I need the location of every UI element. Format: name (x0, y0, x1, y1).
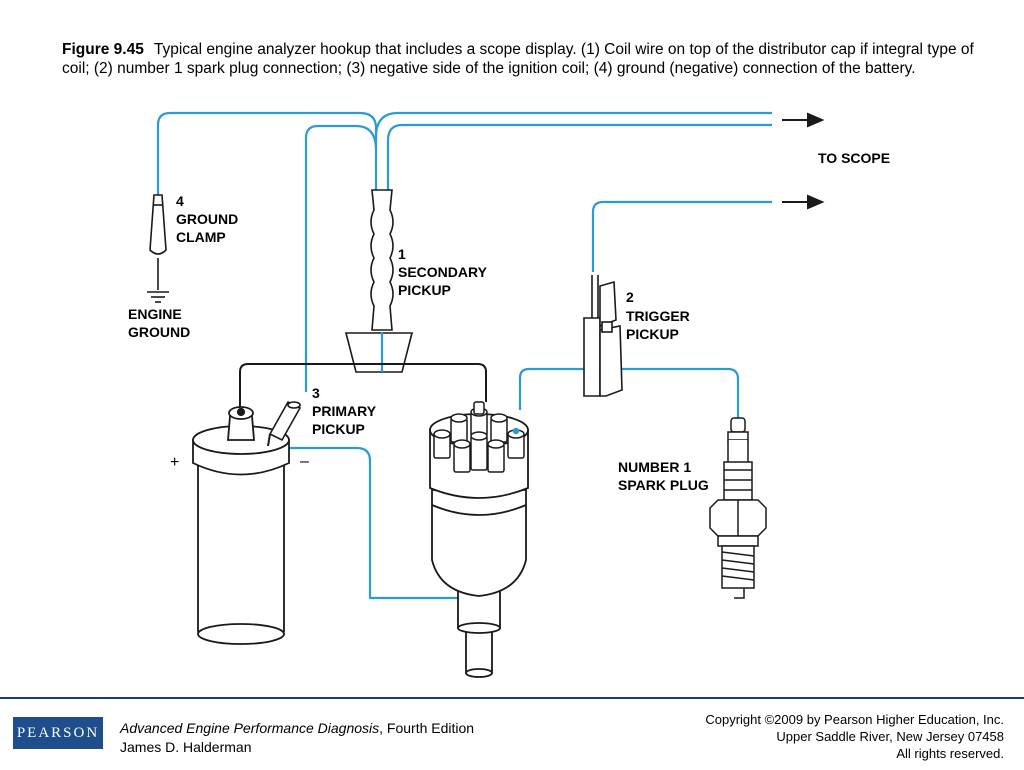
trigger-plug-wire (518, 367, 740, 418)
to-scope-label: TO SCOPE (818, 150, 890, 166)
copyright-line1: Copyright ©2009 by Pearson Higher Educat… (705, 712, 1004, 727)
book-author: James D. Halderman (120, 739, 252, 755)
book-edition: , Fourth Edition (379, 720, 475, 736)
copyright-line2: Upper Saddle River, New Jersey 07458 (776, 729, 1004, 744)
ground-clamp-lead (156, 111, 378, 195)
secondary-pickup-line2: PICKUP (398, 282, 451, 298)
pearson-logo: PEARSON (13, 717, 103, 749)
ground-clamp-line1: GROUND (176, 211, 238, 227)
engine-ground-line1: ENGINE (128, 306, 182, 322)
ground-clamp (147, 194, 169, 303)
primary-lead (304, 124, 378, 392)
book-info: Advanced Engine Performance Diagnosis, F… (120, 719, 474, 757)
coil-minus-sign: – (300, 453, 309, 470)
distributor-cap-towers (433, 401, 525, 473)
caption-text: Typical engine analyzer hookup that incl… (62, 41, 974, 77)
analyzer-leads (156, 111, 772, 600)
ground-clamp-number: 4 (176, 193, 184, 209)
copyright-notice: Copyright ©2009 by Pearson Higher Educat… (705, 711, 1004, 762)
secondary-pickup-line1: SECONDARY (398, 264, 488, 280)
primary-pickup-number: 3 (312, 385, 320, 401)
distributor-tower-dot (512, 427, 520, 435)
copyright-line3: All rights reserved. (896, 746, 1004, 761)
engine-ground-line2: GROUND (128, 324, 190, 340)
coil-negative-wire (280, 446, 485, 600)
coil-plus-sign: + (170, 454, 179, 471)
slide-footer: PEARSON Advanced Engine Performance Diag… (0, 697, 1024, 770)
spark-plug (709, 417, 767, 599)
trigger-lead (591, 200, 772, 272)
engine-analyzer-diagram: TO SCOPE 4 GROUND CLAMP ENGINE GROUND 1 … (128, 111, 890, 678)
trigger-pickup-line2: PICKUP (626, 326, 679, 342)
ground-clamp-line2: CLAMP (176, 229, 226, 245)
spark-plug-line2: SPARK PLUG (618, 477, 709, 493)
secondary-pickup-number: 1 (398, 246, 406, 262)
trigger-pickup (583, 275, 623, 397)
primary-pickup (267, 400, 302, 447)
trigger-pickup-number: 2 (626, 289, 634, 305)
secondary-lead-sheath-inner (386, 123, 772, 190)
spark-plug-line1: NUMBER 1 (618, 459, 691, 475)
ignition-coil (192, 406, 290, 645)
primary-pickup-line1: PRIMARY (312, 403, 377, 419)
coil-secondary-wire (239, 363, 487, 408)
scope-arrows (782, 112, 825, 210)
trigger-pickup-line1: TRIGGER (626, 308, 690, 324)
primary-pickup-line2: PICKUP (312, 421, 365, 437)
secondary-pickup (344, 189, 414, 373)
figure-number: Figure 9.45 (62, 41, 144, 58)
book-title: Advanced Engine Performance Diagnosis (120, 720, 380, 736)
